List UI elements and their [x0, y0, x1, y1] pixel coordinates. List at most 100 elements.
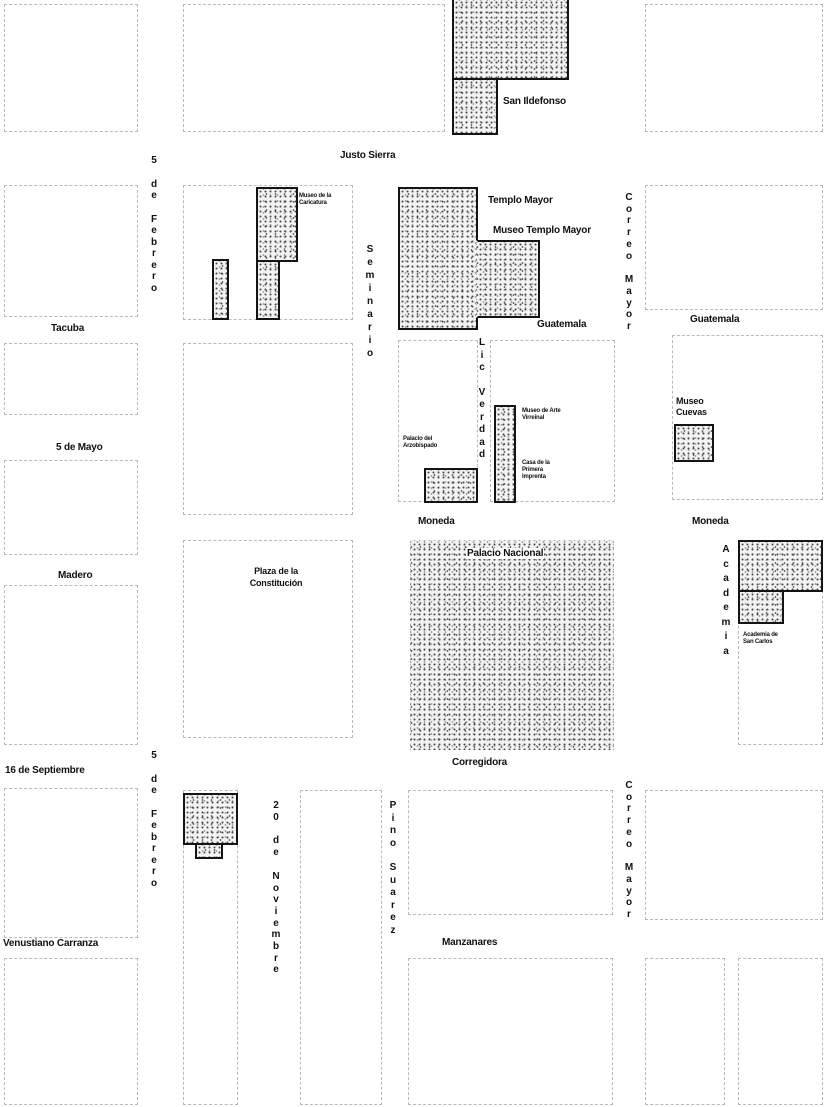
small-building: [183, 793, 238, 845]
street-letter: r: [627, 215, 631, 227]
street-letter: r: [152, 866, 156, 877]
label-museo-templo-mayor: Museo Templo Mayor: [493, 225, 591, 236]
city-block: [4, 460, 138, 555]
street-corregidora: Corregidora: [452, 757, 508, 768]
street-letter: e: [626, 826, 632, 838]
small-building: [212, 259, 229, 320]
label-museo-caricatura: Museo de la Caricatura: [299, 193, 332, 206]
city-block: [645, 185, 823, 310]
label-academia-san-carlos: Academia de San Carlos: [743, 632, 778, 645]
street-letter: A: [722, 544, 730, 555]
street-manzanares: Manzanares: [442, 937, 498, 948]
street-letter: e: [151, 854, 157, 866]
templo-mayor-building: [398, 187, 478, 330]
street-letter: o: [625, 309, 633, 321]
street-letter: a: [367, 309, 373, 320]
street-letter: C: [625, 192, 633, 203]
street-letter: d: [150, 178, 158, 190]
street-letter: 2: [273, 800, 279, 811]
street-moneda: Moneda: [418, 516, 455, 527]
street-letter: r: [368, 322, 372, 333]
street-letter: F: [150, 213, 158, 225]
street-16-de-septiembre: 16 de Septiembre: [5, 765, 85, 776]
san-ildefonso-building-wing: [452, 78, 498, 135]
city-block: [4, 185, 138, 317]
street-letter: a: [723, 645, 729, 657]
street-moneda: Moneda: [692, 516, 729, 527]
city-block: [183, 790, 238, 1105]
street-letter: e: [479, 399, 485, 410]
street-letter: o: [625, 897, 633, 909]
street-letter: e: [273, 917, 279, 929]
street-letter: o: [625, 250, 633, 262]
academia-san-carlos-building: [738, 540, 823, 592]
label-palacio-nacional: Palacio Nacional: [466, 548, 545, 559]
street-letter: v: [273, 894, 279, 906]
city-block: [4, 958, 138, 1105]
city-block: [183, 4, 445, 132]
city-block: [300, 790, 382, 1105]
san-ildefonso-building: [452, 0, 569, 80]
small-building: [195, 843, 223, 859]
street-letter: i: [368, 335, 372, 346]
city-block: [672, 335, 823, 500]
street-letter: i: [274, 905, 278, 917]
street-letter: e: [367, 257, 373, 268]
city-block: [490, 340, 615, 502]
city-block: [4, 585, 138, 745]
street-letter: V: [478, 386, 486, 398]
street-letter: a: [479, 436, 485, 448]
street-letter: d: [478, 424, 486, 435]
street-letter: o: [150, 877, 158, 889]
street-letter: d: [722, 587, 730, 599]
label-museo-cuevas: Museo Cuevas: [676, 396, 707, 417]
museo-caricatura-building-wing: [256, 260, 280, 320]
street-letter: P: [389, 800, 397, 811]
museo-cuevas-building: [674, 424, 714, 462]
street-letter: b: [150, 236, 158, 248]
street-letter: i: [391, 812, 395, 824]
street-letter: c: [723, 558, 729, 570]
palacio-arzobispado-building: [424, 468, 478, 503]
street-letter: b: [150, 831, 158, 843]
label-templo-mayor: Templo Mayor: [488, 195, 553, 206]
street-letter: a: [626, 285, 632, 297]
street-letter: d: [150, 773, 158, 785]
city-block: [4, 788, 138, 938]
street-letter: F: [150, 808, 158, 820]
street-letter: r: [627, 815, 631, 827]
street-letter: e: [273, 847, 279, 859]
label-plaza-constitucion: Plaza de la Constitución: [249, 566, 303, 588]
street-letter: e: [151, 190, 157, 201]
street-5-de-mayo: 5 de Mayo: [56, 442, 103, 453]
street-letter: r: [274, 952, 278, 964]
street-letter: S: [366, 244, 374, 255]
street-letter: r: [152, 843, 156, 854]
street-letter: b: [272, 941, 280, 953]
street-letter: e: [151, 820, 157, 831]
street-letter: m: [721, 616, 731, 628]
street-letter: c: [479, 362, 485, 373]
street-letter: o: [272, 882, 280, 894]
palacio-nacional-building: [410, 540, 614, 750]
city-block: [183, 343, 353, 515]
street-letter: a: [626, 873, 632, 885]
street-letter: d: [272, 835, 280, 847]
street-letter: r: [627, 909, 631, 921]
city-block: [4, 343, 138, 415]
street-letter: e: [151, 785, 157, 796]
street-tacuba: Tacuba: [51, 323, 85, 334]
street-letter: 5: [151, 750, 157, 761]
street-justo-sierra: Justo Sierra: [340, 150, 396, 161]
street-letter: n: [366, 296, 374, 307]
street-letter: o: [625, 838, 633, 850]
street-letter: i: [480, 349, 484, 361]
city-block: [183, 540, 353, 738]
street-letter: e: [273, 964, 279, 976]
street-letter: e: [151, 259, 157, 271]
